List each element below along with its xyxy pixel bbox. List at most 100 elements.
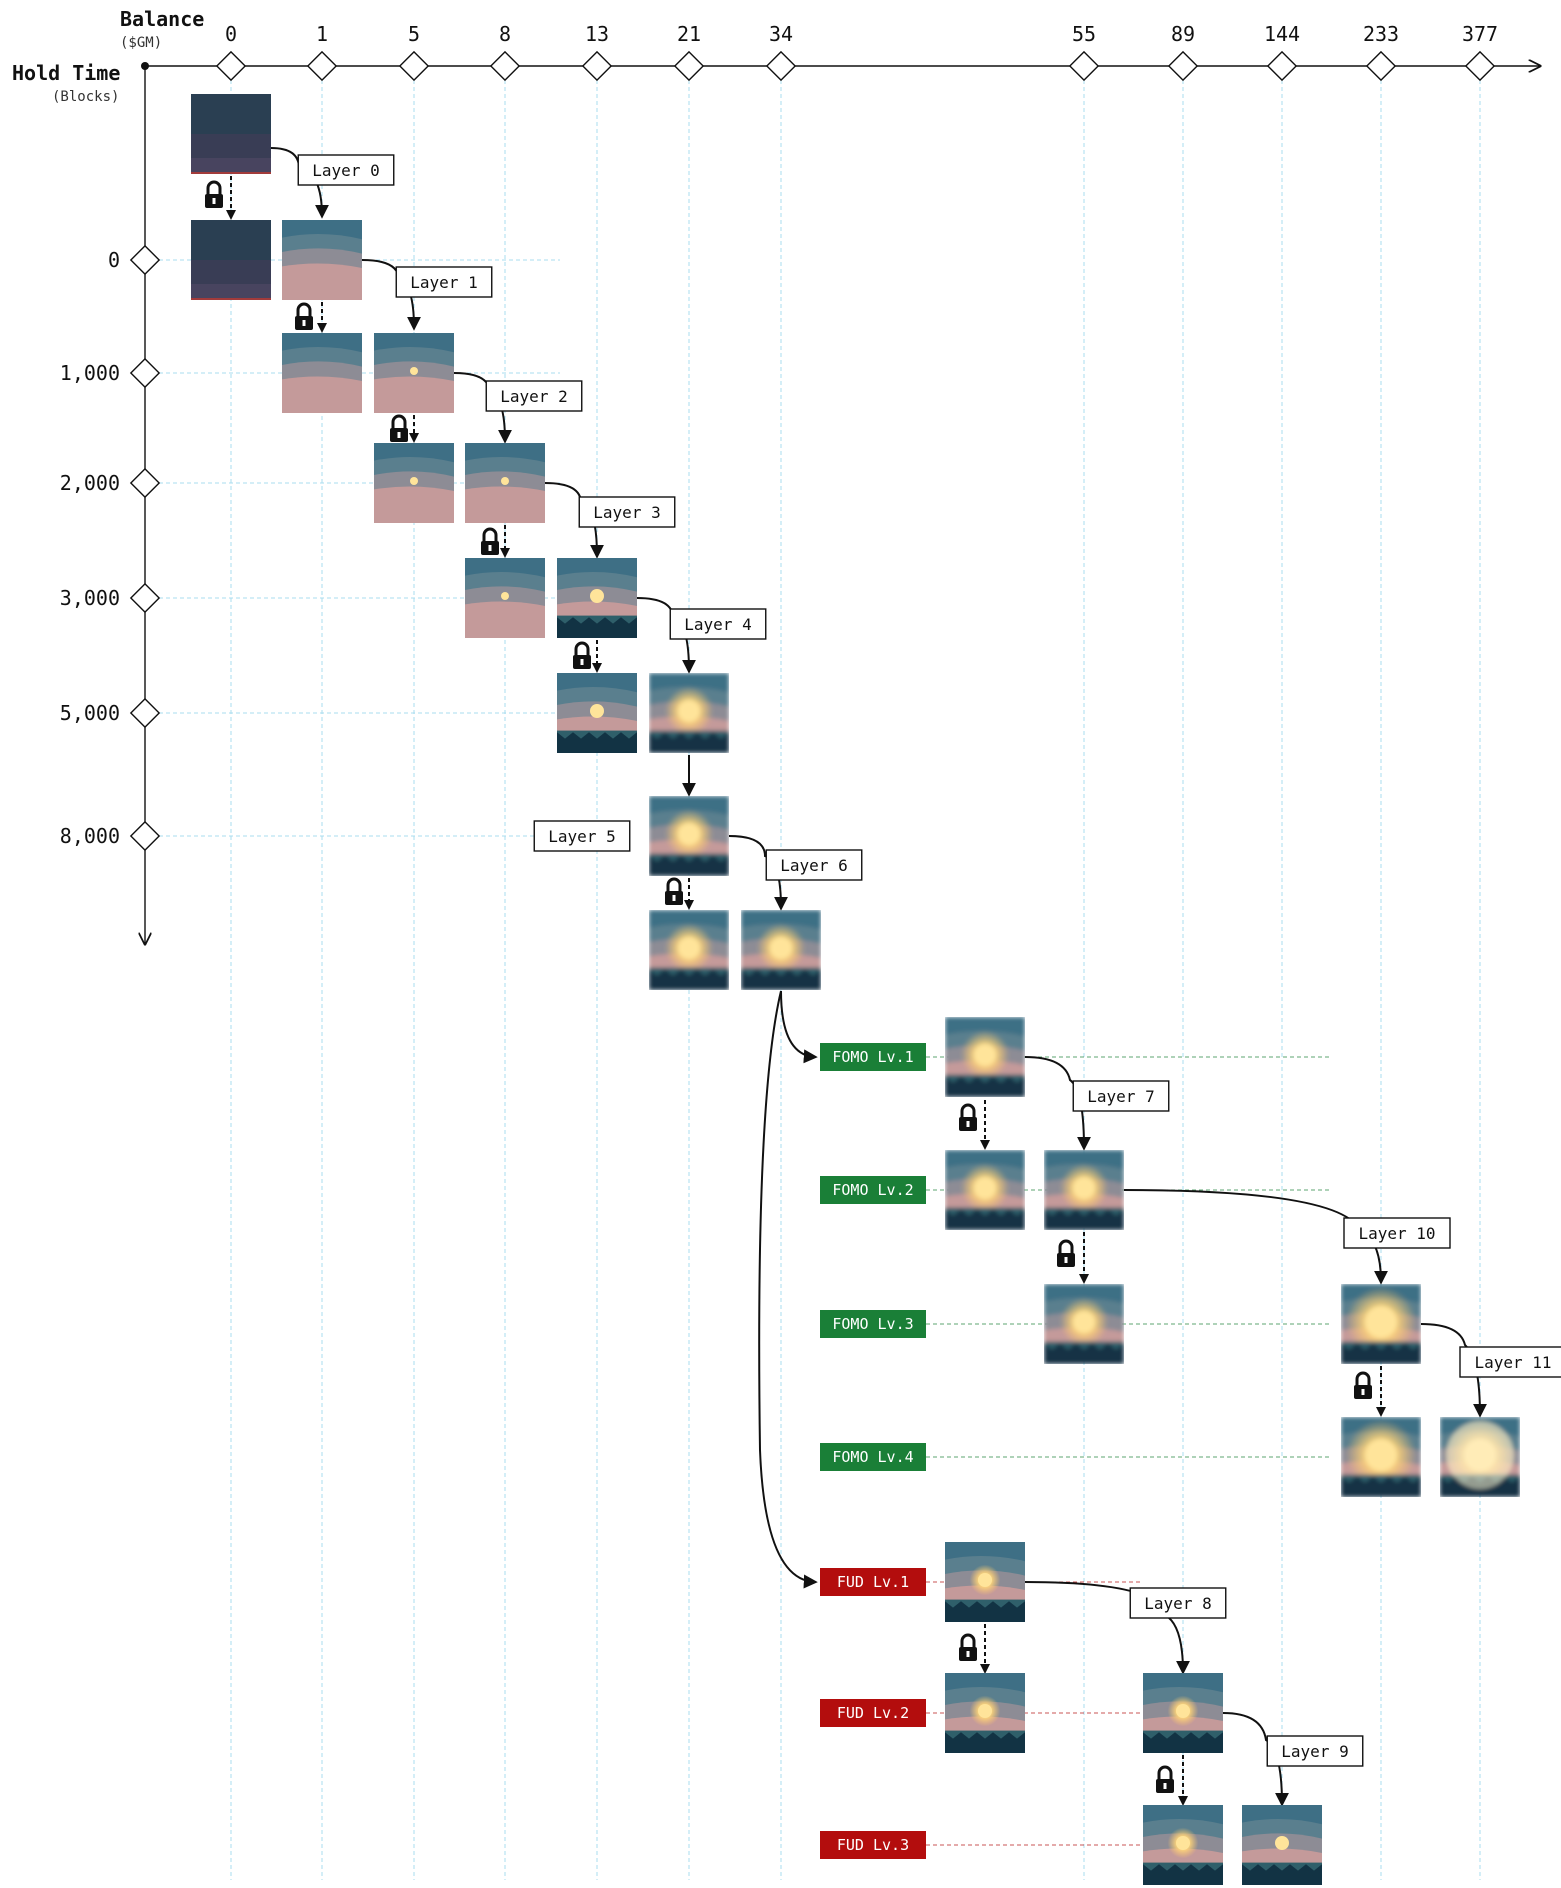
evolution-connector	[1222, 1712, 1289, 1807]
landscape-thumbnail	[945, 1673, 1025, 1753]
landscape-thumbnail	[557, 673, 637, 753]
layer-label: Layer 10	[1343, 1217, 1451, 1249]
layer-label-text: Layer 8	[1144, 1594, 1211, 1613]
lock-icon	[295, 302, 313, 330]
fomo-badge-3-text: FOMO Lv.3	[832, 1315, 913, 1333]
balance-tick-marker	[1266, 50, 1298, 82]
landscape-thumbnail	[1044, 1284, 1124, 1364]
layer-label-text: Layer 6	[780, 856, 847, 875]
layer-label: Layer 8	[1129, 1587, 1227, 1619]
balance-tick-label: 89	[1171, 22, 1195, 46]
landscape-thumbnail	[1440, 1417, 1520, 1497]
layer-label: Layer 7	[1072, 1080, 1170, 1112]
landscape-thumbnail	[465, 443, 545, 523]
balance-tick-marker	[1068, 50, 1100, 82]
landscape-thumbnail	[557, 558, 637, 638]
balance-tick-label: 1	[316, 22, 328, 46]
hold-tick-marker	[129, 244, 161, 276]
hold-axis-title: Hold Time	[12, 61, 120, 85]
axis-origin	[141, 62, 149, 70]
landscape-thumbnail	[191, 220, 271, 300]
landscape-thumbnail	[465, 558, 545, 638]
balance-tick-marker	[398, 50, 430, 82]
landscape-thumbnail	[282, 220, 362, 300]
layer-label-text: Layer 3	[593, 503, 660, 522]
layer-label-text: Layer 0	[312, 161, 379, 180]
layer-label-text: Layer 10	[1358, 1224, 1435, 1243]
hold-tick-marker	[129, 467, 161, 499]
landscape-thumbnail	[374, 443, 454, 523]
landscape-thumbnail	[1341, 1284, 1421, 1364]
landscape-thumbnail	[1341, 1417, 1421, 1497]
layer-label-text: Layer 5	[548, 827, 615, 846]
evolution-connector	[728, 835, 788, 911]
balance-tick-marker	[765, 50, 797, 82]
layer-label: Layer 9	[1266, 1735, 1364, 1767]
balance-tick-label: 233	[1363, 22, 1399, 46]
hold-tick-marker	[129, 357, 161, 389]
landscape-thumbnail	[374, 333, 454, 413]
balance-tick-label: 0	[225, 22, 237, 46]
fomo-badge-4-text: FOMO Lv.4	[832, 1448, 913, 1466]
layer-label: Layer 2	[485, 380, 583, 412]
fomo-badge-2-text: FOMO Lv.2	[832, 1181, 913, 1199]
evolution-connector	[1123, 1189, 1388, 1285]
hold-tick-label: 8,000	[60, 824, 120, 848]
evolution-connector	[758, 990, 818, 1589]
fomo-badge-2: FOMO Lv.2	[820, 1176, 926, 1204]
lock-icon	[481, 527, 499, 555]
landscape-thumbnail	[649, 796, 729, 876]
lock-icon	[665, 877, 683, 905]
lock-icon	[1156, 1765, 1174, 1793]
layer-label-text: Layer 7	[1087, 1087, 1154, 1106]
layer-label-text: Layer 1	[410, 273, 477, 292]
fud-badge-3: FUD Lv.3	[820, 1831, 926, 1859]
landscape-thumbnail	[649, 910, 729, 990]
fud-badge-1-text: FUD Lv.1	[837, 1573, 909, 1591]
fomo-badge-3: FOMO Lv.3	[820, 1310, 926, 1338]
hold-tick-label: 2,000	[60, 471, 120, 495]
balance-tick-marker	[1167, 50, 1199, 82]
lock-icon	[1354, 1371, 1372, 1399]
evolution-connector	[780, 990, 818, 1064]
layer-label: Layer 1	[395, 266, 493, 298]
landscape-thumbnail	[1143, 1805, 1223, 1885]
landscape-thumbnail	[191, 94, 271, 174]
lock-icon	[1057, 1239, 1075, 1267]
landscape-thumbnail	[945, 1150, 1025, 1230]
balance-tick-marker	[581, 50, 613, 82]
balance-tick-marker	[306, 50, 338, 82]
balance-tick-label: 21	[677, 22, 701, 46]
layer-label: Layer 5	[533, 820, 631, 852]
hold-tick-label: 5,000	[60, 701, 120, 725]
fud-badge-3-text: FUD Lv.3	[837, 1836, 909, 1854]
balance-tick-label: 8	[499, 22, 511, 46]
hold-tick-marker	[129, 820, 161, 852]
layer-label: Layer 6	[765, 849, 863, 881]
landscape-thumbnail	[649, 673, 729, 753]
lock-icon	[390, 414, 408, 442]
balance-tick-label: 55	[1072, 22, 1096, 46]
layer-label-text: Layer 11	[1474, 1353, 1551, 1372]
hold-tick-marker	[129, 697, 161, 729]
landscape-thumbnail	[1044, 1150, 1124, 1230]
lock-icon	[205, 180, 223, 208]
lock-icon	[959, 1633, 977, 1661]
fud-badge-2: FUD Lv.2	[820, 1699, 926, 1727]
layer-label: Layer 0	[297, 154, 395, 186]
layer-label-text: Layer 9	[1281, 1742, 1348, 1761]
balance-tick-marker	[215, 50, 247, 82]
balance-tick-label: 34	[769, 22, 793, 46]
fud-badge-1: FUD Lv.1	[820, 1568, 926, 1596]
thumbnails	[191, 94, 1520, 1885]
balance-tick-label: 377	[1462, 22, 1498, 46]
lock-icon	[573, 641, 591, 669]
fomo-badge-4: FOMO Lv.4	[820, 1443, 926, 1471]
balance-axis-unit: ($GM)	[120, 35, 162, 51]
layer-label-text: Layer 2	[500, 387, 567, 406]
hold-tick-marker	[129, 582, 161, 614]
landscape-thumbnail	[1242, 1805, 1322, 1885]
